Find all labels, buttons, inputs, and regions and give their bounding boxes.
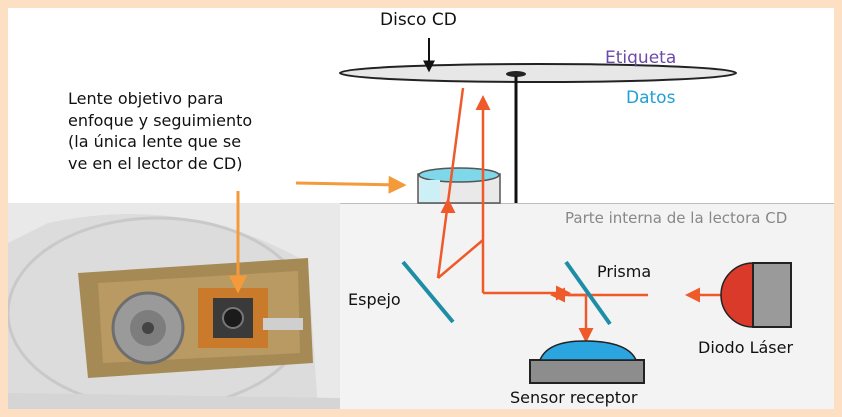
figure-frame: Disco CD Etiqueta Datos Lente objetivo p… xyxy=(8,8,834,409)
label-side-label: Etiqueta xyxy=(605,48,677,68)
objective-lens-line-3: (la única lente que se xyxy=(68,132,242,151)
objective-lens-line-4: ve en el lector de CD) xyxy=(68,153,243,173)
objective-lens-label: Lente objetivo para enfoque y seguimient… xyxy=(68,88,252,174)
disc-label: Disco CD xyxy=(380,10,457,30)
internal-part-label: Parte interna de la lectora CD xyxy=(565,209,788,227)
lens-callout-arrow xyxy=(295,175,407,194)
sensor-label: Sensor receptor xyxy=(510,388,638,407)
objective-lens-line-2: enfoque y seguimiento xyxy=(68,110,253,130)
objective-lens-line-1: Lente objetivo para xyxy=(68,89,224,108)
drive-photo xyxy=(8,203,340,409)
optics-diagram xyxy=(229,38,792,384)
laser-beam xyxy=(436,87,726,343)
cd-disc-icon xyxy=(339,63,737,83)
prism-label: Prisma xyxy=(597,262,652,281)
sensor-icon xyxy=(529,340,645,384)
mirror-label: Espejo xyxy=(348,290,401,309)
laser-diode-label: Diodo Láser xyxy=(698,338,794,357)
laser-diode-icon xyxy=(720,262,792,328)
prism-icon xyxy=(564,260,612,326)
data-side-label: Datos xyxy=(626,88,676,108)
mirror-icon xyxy=(401,260,455,324)
lens-icon xyxy=(417,167,501,204)
